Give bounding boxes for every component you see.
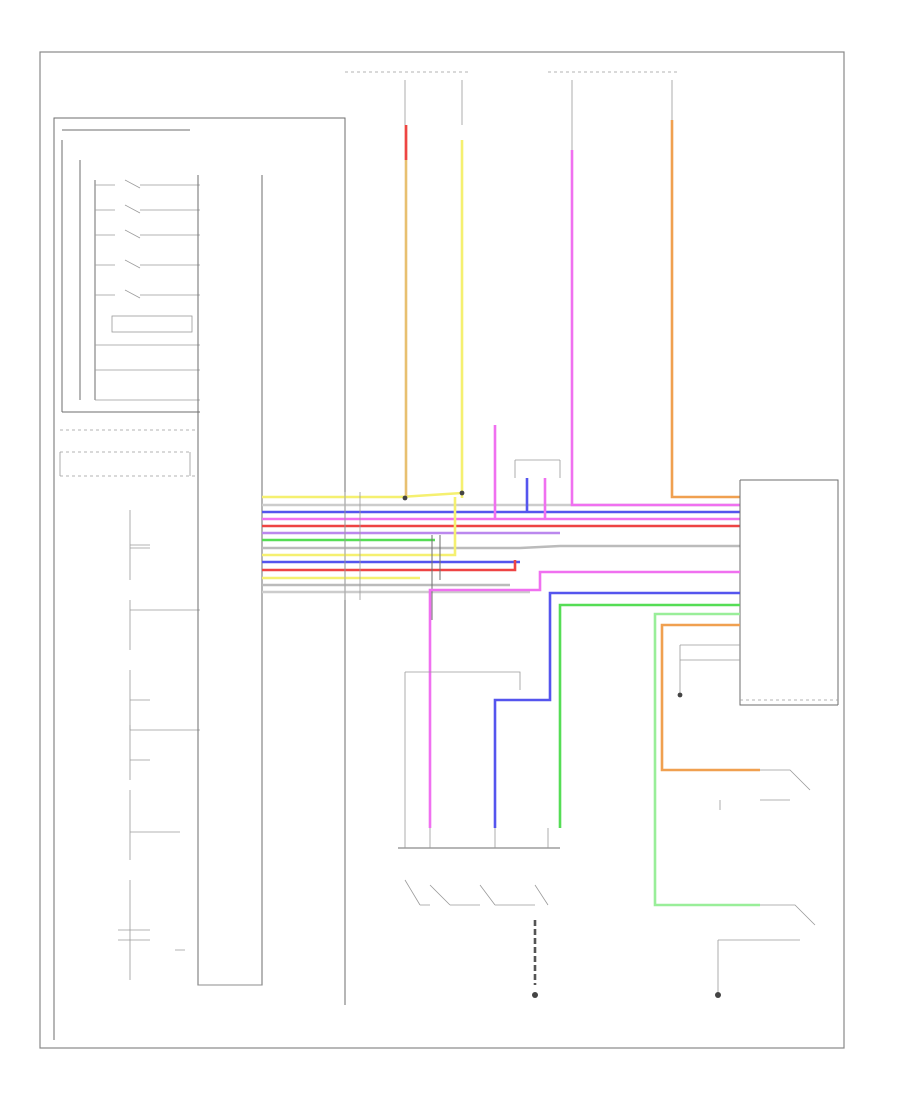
- out-orange: [660, 623, 760, 772]
- out-blue: [493, 591, 740, 828]
- out-green-1: [558, 603, 740, 828]
- wire-yellow-2: [262, 497, 457, 557]
- wire-yellow-1: [262, 491, 463, 499]
- right-module: [404, 479, 839, 907]
- feed-orange-2: [670, 120, 740, 499]
- wire-red-2: [262, 560, 517, 572]
- out-pink: [428, 570, 740, 828]
- diagram-frame: [39, 51, 845, 1049]
- tcm-block: [197, 175, 263, 986]
- lower-right-switches: [715, 769, 816, 998]
- power-feeds: [345, 71, 740, 520]
- wire-gray-1: [262, 544, 740, 550]
- harness-rows: [262, 491, 740, 620]
- junctions: [402, 490, 683, 698]
- shift-selector: [398, 828, 560, 998]
- out-green-2: [653, 612, 760, 907]
- feed-pink: [570, 150, 740, 507]
